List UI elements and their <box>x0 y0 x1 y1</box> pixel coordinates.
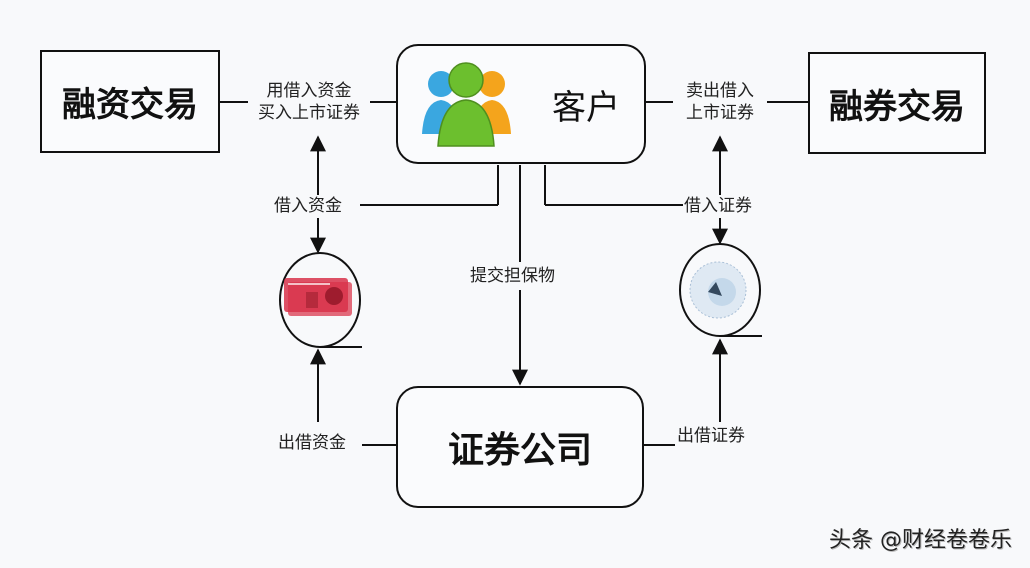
edge-label-lend-funds: 出借资金 <box>278 432 346 454</box>
users-group-icon <box>422 62 511 147</box>
edge-label-buy-with-borrowed-funds: 用借入资金 买入上市证券 <box>248 80 370 124</box>
node-customer: 客户 <box>396 44 646 164</box>
edge-label-borrow-funds: 借入资金 <box>274 195 342 217</box>
node-margin-trading-label: 融资交易 <box>62 85 198 125</box>
edge-label-line-2: 买入上市证券 <box>258 103 360 123</box>
node-securities-company: 证券公司 <box>396 386 644 508</box>
node-customer-label: 客户 <box>552 87 620 128</box>
edge-label-lend-securities: 出借证券 <box>677 425 745 447</box>
node-margin-trading: 融资交易 <box>40 50 220 153</box>
edge-label-line-1: 用借入资金 <box>266 81 352 101</box>
node-securities-company-label: 证券公司 <box>447 430 592 471</box>
securities-certificate-icon <box>689 261 747 319</box>
edge-label-borrow-securities: 借入证券 <box>684 195 752 217</box>
node-short-selling-label: 融券交易 <box>829 86 965 127</box>
watermark: 头条 @财经卷卷乐 <box>829 528 1012 553</box>
banknote-icon <box>284 278 352 316</box>
node-short-selling: 融券交易 <box>808 52 986 154</box>
edge-label-submit-collateral: 提交担保物 <box>470 265 555 287</box>
edge-label-line-1: 卖出借入 <box>686 81 754 101</box>
edge-label-sell-borrowed-securities: 卖出借入 上市证券 <box>673 80 767 124</box>
edge-label-line-2: 上市证券 <box>686 103 754 123</box>
